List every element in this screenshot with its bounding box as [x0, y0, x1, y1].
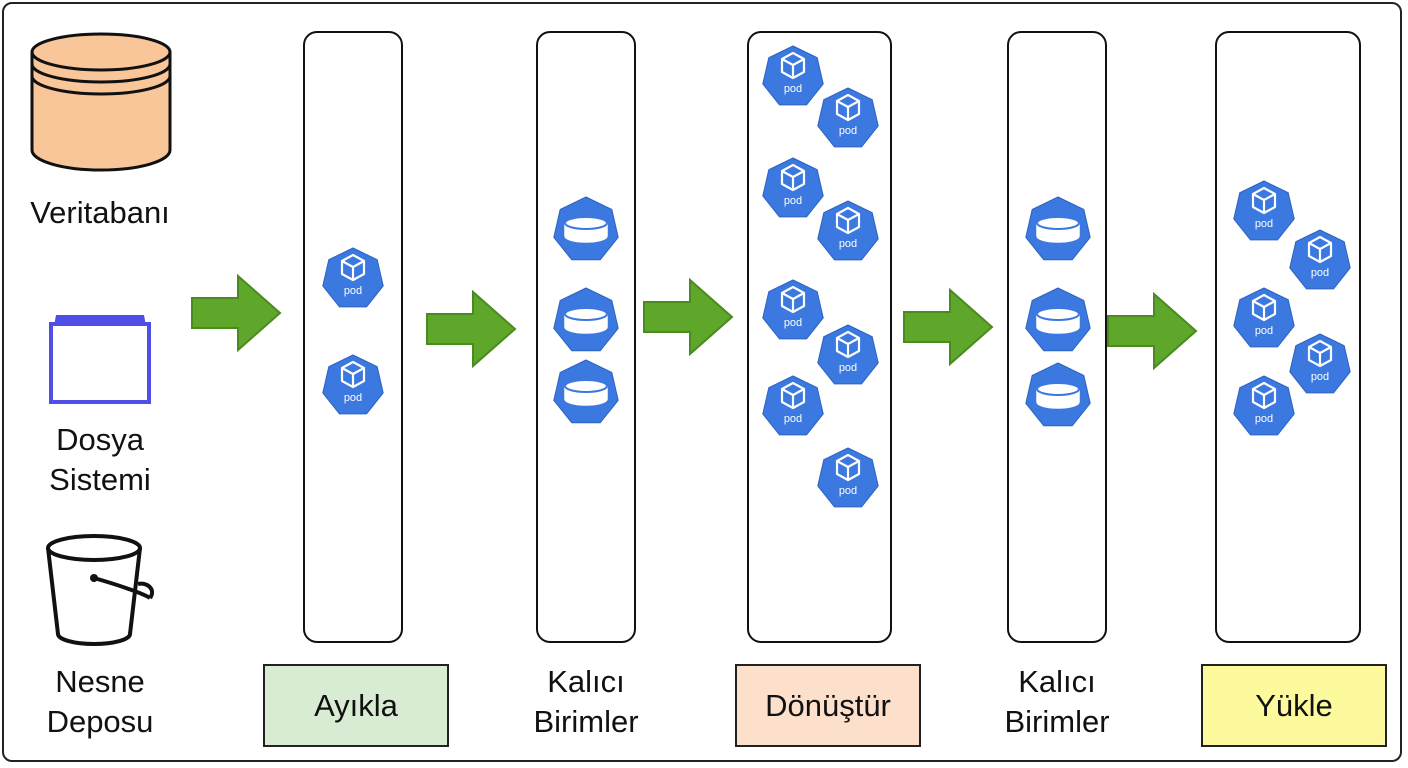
- svg-text:pod: pod: [1255, 413, 1273, 425]
- svg-text:pod: pod: [839, 238, 857, 250]
- flow-arrow: [1106, 290, 1200, 372]
- pod-icon: pod: [815, 445, 881, 511]
- persistent-volume-icon: [1024, 195, 1092, 263]
- pod-icon: pod: [1231, 285, 1297, 351]
- pod-icon: pod: [760, 155, 826, 221]
- persistent-volume-icon: [1024, 286, 1092, 354]
- filesystem-label: Dosya Sistemi: [49, 422, 151, 497]
- svg-text:pod: pod: [839, 485, 857, 497]
- flow-arrow: [190, 272, 284, 354]
- pod-icon: pod: [815, 85, 881, 151]
- svg-text:pod: pod: [839, 125, 857, 137]
- pod-icon: pod: [815, 198, 881, 264]
- pod-icon: pod: [815, 322, 881, 388]
- svg-text:pod: pod: [344, 285, 362, 297]
- bucket-icon: [44, 532, 156, 646]
- transform-stage-label: Dönüştür: [765, 687, 891, 723]
- svg-text:pod: pod: [784, 83, 802, 95]
- pod-icon: pod: [1287, 331, 1353, 397]
- svg-text:pod: pod: [784, 195, 802, 207]
- load-stage-label: Yükle: [1255, 687, 1333, 723]
- extract-stage-box: Ayıkla: [263, 664, 449, 747]
- flow-arrow: [642, 276, 736, 358]
- svg-text:pod: pod: [1255, 325, 1273, 337]
- pod-icon: pod: [1287, 227, 1353, 293]
- pod-icon: pod: [1231, 178, 1297, 244]
- extract-stage-label: Ayıkla: [314, 687, 398, 723]
- database-icon: [28, 30, 174, 174]
- load-column: [1215, 31, 1361, 643]
- flow-arrow: [425, 288, 519, 370]
- database-label: Veritabanı: [30, 195, 170, 230]
- svg-text:pod: pod: [1311, 371, 1329, 383]
- svg-text:pod: pod: [1311, 267, 1329, 279]
- persistent-volume-icon: [552, 286, 620, 354]
- pod-icon: pod: [760, 373, 826, 439]
- volumes-1-label: Kalıcı Birimler: [533, 664, 639, 739]
- svg-text:pod: pod: [839, 362, 857, 374]
- pod-icon: pod: [320, 245, 386, 311]
- persistent-volume-icon: [552, 358, 620, 426]
- persistent-volume-icon: [1024, 361, 1092, 429]
- pod-icon: pod: [320, 352, 386, 418]
- object-store-label: Nesne Deposu: [46, 664, 154, 739]
- flow-arrow: [902, 286, 996, 368]
- transform-stage-box: Dönüştür: [735, 664, 921, 747]
- svg-text:pod: pod: [784, 413, 802, 425]
- load-stage-box: Yükle: [1201, 664, 1387, 747]
- pod-icon: pod: [1231, 373, 1297, 439]
- svg-text:pod: pod: [344, 392, 362, 404]
- svg-text:pod: pod: [784, 317, 802, 329]
- volumes-2-label: Kalıcı Birimler: [1004, 664, 1110, 739]
- pod-icon: pod: [760, 277, 826, 343]
- pod-icon: pod: [760, 43, 826, 109]
- extract-column: [303, 31, 403, 643]
- svg-text:pod: pod: [1255, 218, 1273, 230]
- filesystem-window-icon: [48, 312, 152, 406]
- persistent-volume-icon: [552, 195, 620, 263]
